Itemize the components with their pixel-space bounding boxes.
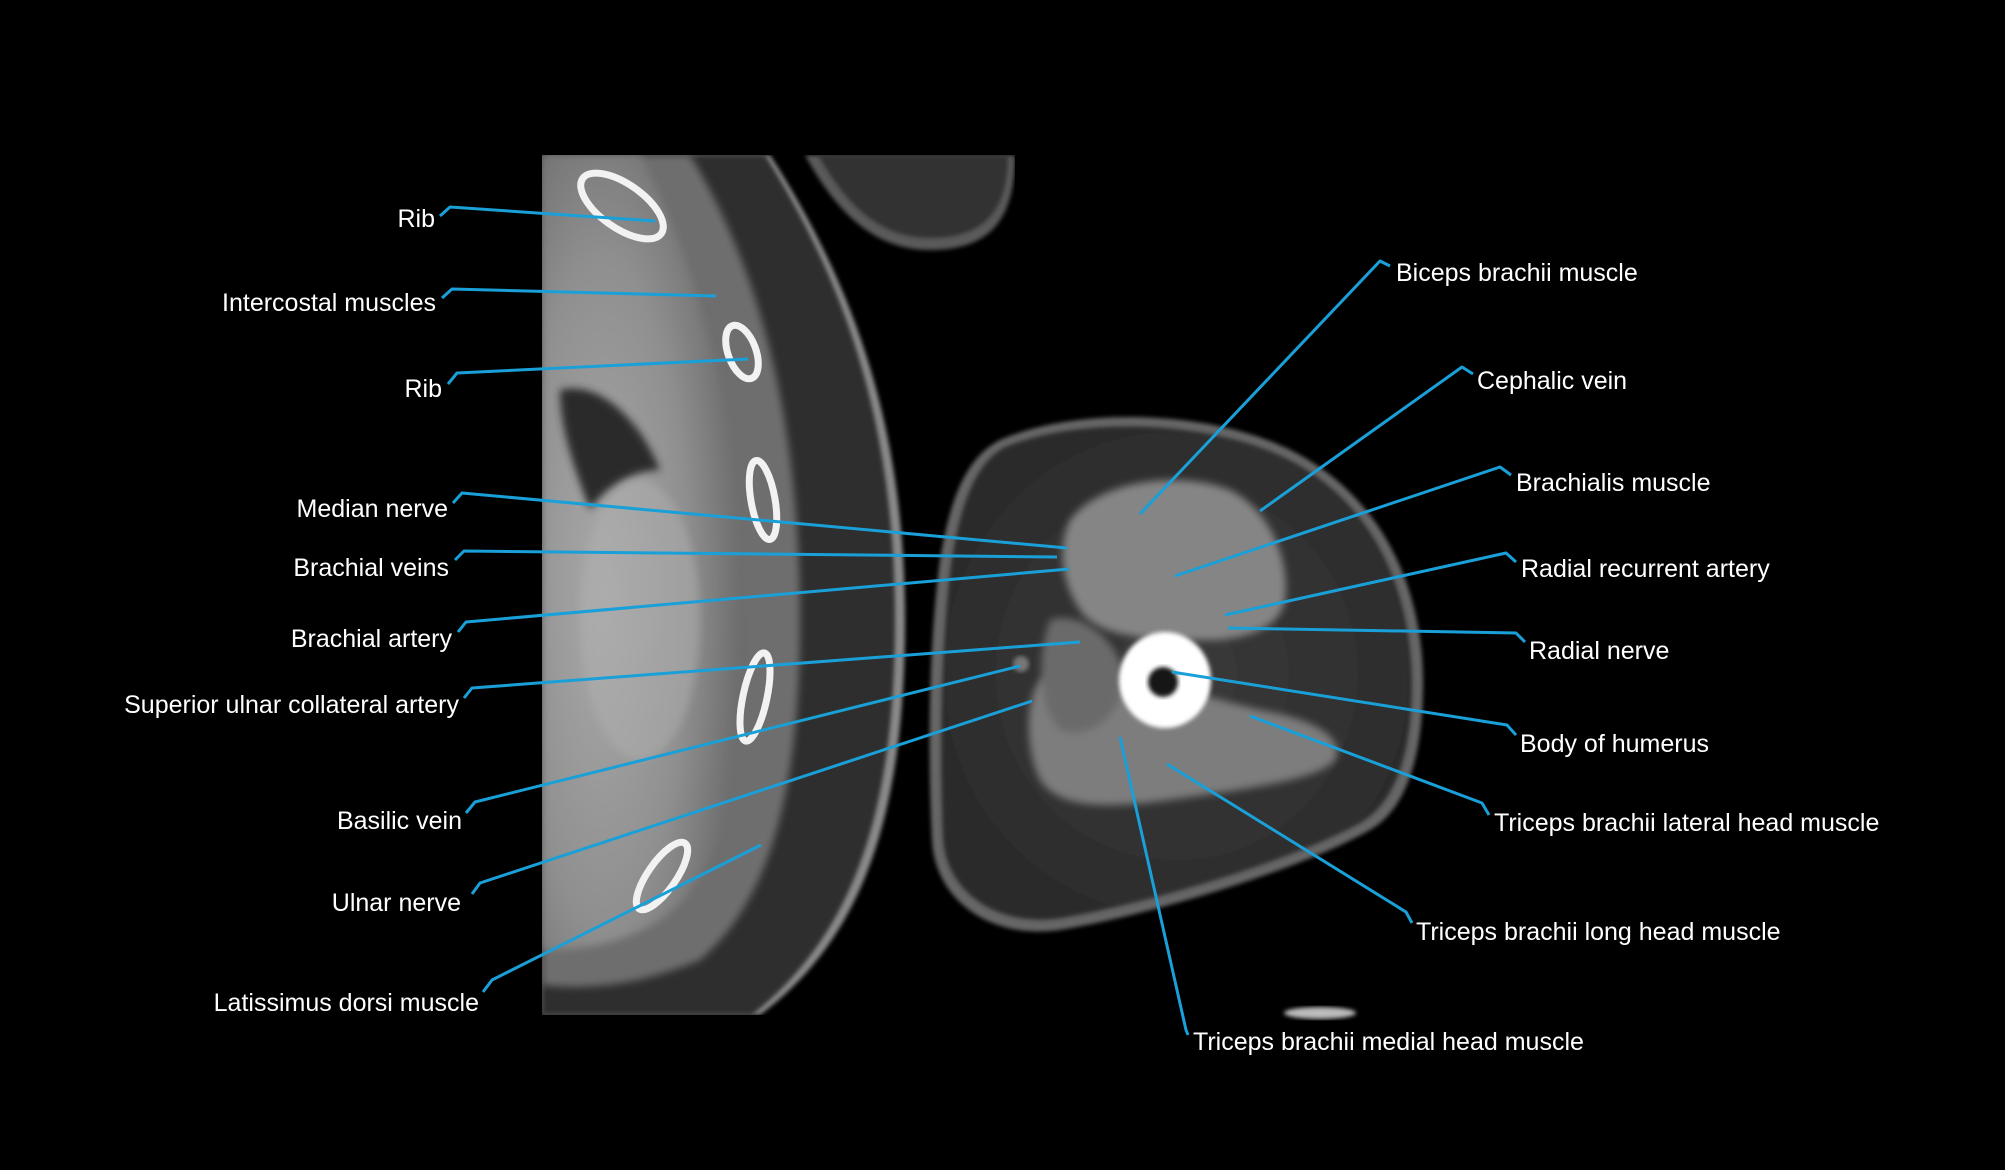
label-basilic-vein: Basilic vein <box>336 807 462 835</box>
label-rib-leader <box>438 205 656 223</box>
leader-lines <box>438 205 1527 1036</box>
label-rib: Rib <box>397 205 435 233</box>
label-latissimus-dorsi-muscle: Latissimus dorsi muscle <box>213 989 479 1017</box>
label-brachial-veins: Brachial veins <box>293 554 449 582</box>
label-radial-nerve-leader <box>1227 626 1527 644</box>
label-brachialis-muscle-leader <box>1174 465 1512 578</box>
label-biceps-brachii-muscle-leader <box>1138 259 1391 516</box>
label-ulnar-nerve: Ulnar nerve <box>331 889 461 917</box>
label-rib-leader <box>446 357 749 385</box>
label-basilic-vein-leader <box>464 664 1021 814</box>
label-body-of-humerus: Body of humerus <box>1520 730 1709 758</box>
label-intercostal-muscles-leader <box>440 287 717 300</box>
label-median-nerve: Median nerve <box>296 495 448 523</box>
label-brachialis-muscle: Brachialis muscle <box>1516 469 1711 497</box>
label-triceps-brachii-medial-head-muscle: Triceps brachii medial head muscle <box>1193 1028 1584 1056</box>
label-triceps-brachii-long-head-muscle-leader <box>1166 762 1414 924</box>
label-triceps-brachii-lateral-head-muscle: Triceps brachii lateral head muscle <box>1494 809 1880 837</box>
label-brachial-veins-leader <box>453 549 1058 562</box>
label-radial-recurrent-artery: Radial recurrent artery <box>1521 555 1770 583</box>
humerus-shape <box>1119 632 1211 728</box>
label-ulnar-nerve-leader <box>470 699 1033 895</box>
label-superior-ulnar-collateral-artery-leader <box>462 640 1081 699</box>
chest-wall-ct <box>542 155 1015 1015</box>
label-triceps-brachii-medial-head-muscle-leader <box>1118 736 1190 1036</box>
label-latissimus-dorsi-muscle-leader <box>481 843 762 993</box>
label-radial-recurrent-artery-leader <box>1224 551 1518 617</box>
label-cephalic-vein: Cephalic vein <box>1477 367 1628 395</box>
label-cephalic-vein-leader <box>1259 365 1474 513</box>
label-intercostal-muscles: Intercostal muscles <box>222 289 436 317</box>
fragment-shape <box>1284 1007 1356 1019</box>
label-body-of-humerus-leader <box>1171 670 1518 737</box>
label-rib: Rib <box>404 375 442 403</box>
label-radial-nerve: Radial nerve <box>1529 637 1670 665</box>
rib-shapes <box>577 169 781 914</box>
label-superior-ulnar-collateral-artery: Superior ulnar collateral artery <box>124 691 459 719</box>
label-median-nerve-leader <box>451 491 1068 550</box>
label-triceps-brachii-long-head-muscle: Triceps brachii long head muscle <box>1416 918 1781 946</box>
arm-cross-section-ct <box>929 417 1424 932</box>
label-brachial-artery-leader <box>456 567 1070 633</box>
label-biceps-brachii-muscle: Biceps brachii muscle <box>1396 259 1638 287</box>
label-triceps-brachii-lateral-head-muscle-leader <box>1249 714 1491 816</box>
label-brachial-artery: Brachial artery <box>290 625 452 653</box>
